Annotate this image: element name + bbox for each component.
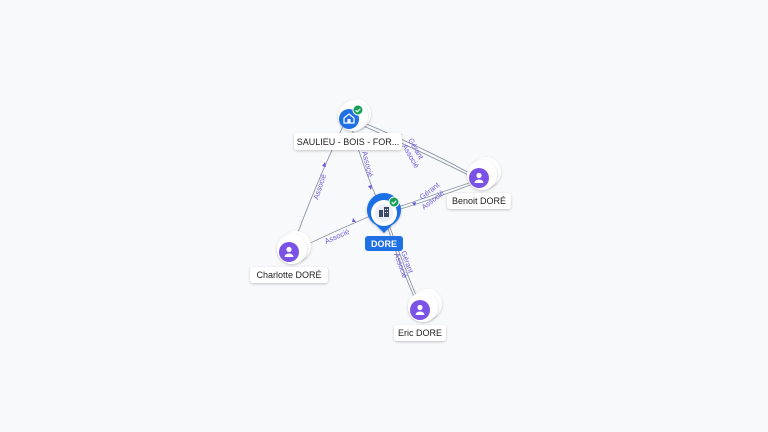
building-icon — [343, 113, 355, 124]
node-company[interactable]: SAULIEU - BOIS - FOR... — [294, 99, 402, 150]
node-eric-label: Eric DORE — [398, 328, 442, 338]
node-company-label: SAULIEU - BOIS - FOR... — [297, 137, 400, 147]
node-eric[interactable]: Eric DORE — [394, 289, 446, 341]
person-icon — [474, 172, 484, 183]
node-benoit[interactable]: Benoit DORÉ — [447, 157, 511, 209]
arrow-benoit-main — [412, 202, 416, 206]
node-main-label: DORE — [371, 239, 397, 249]
edge-benoit-company[interactable] — [351, 117, 479, 179]
building-icon — [379, 207, 389, 217]
edge-label-company-main: Associé — [360, 150, 375, 178]
edge-label-charlotte-company: Associé — [311, 173, 328, 201]
node-charlotte-label: Charlotte DORÉ — [256, 270, 321, 280]
person-icon — [284, 246, 294, 257]
person-icon — [415, 304, 425, 315]
arrow-charlotte-main — [352, 218, 356, 222]
verified-icon — [388, 196, 400, 208]
node-charlotte[interactable]: Charlotte DORÉ — [250, 231, 328, 283]
verified-icon — [352, 104, 364, 116]
arrow-charlotte-company — [322, 162, 326, 167]
arrow-company-main — [368, 185, 372, 190]
node-benoit-label: Benoit DORÉ — [452, 196, 506, 206]
node-main[interactable]: DORE — [365, 193, 403, 251]
edge-label-charlotte-main: Associé — [323, 227, 351, 246]
